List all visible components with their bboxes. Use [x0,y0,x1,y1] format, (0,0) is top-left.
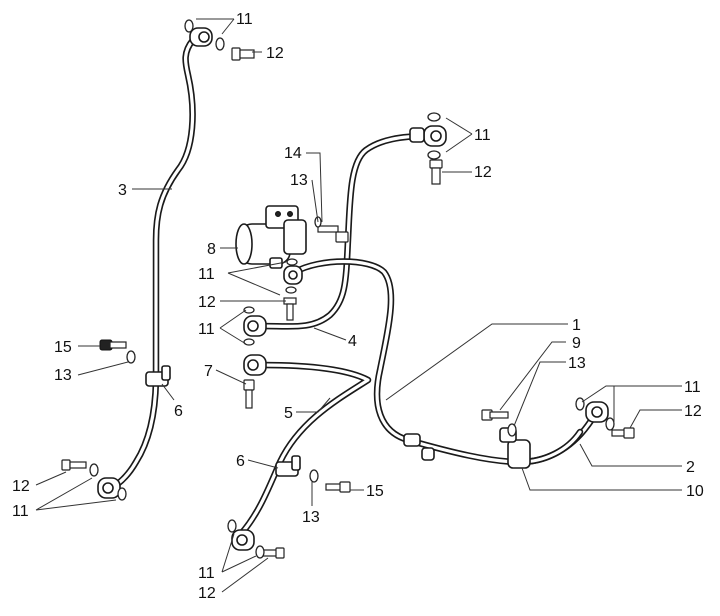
callout-15: 15 [366,483,384,500]
bolt-9 [481,409,509,421]
callout-13: 13 [302,509,320,526]
callout-9: 9 [572,335,581,352]
callout-14: 14 [284,145,302,162]
callout-13: 13 [54,367,72,384]
callout-10: 10 [686,483,704,500]
callout-11: 11 [684,379,701,396]
bolt-15-left [99,339,127,351]
callout-1: 1 [572,317,581,334]
bolt-12-bottom-left [61,459,87,471]
pipe-5 [236,361,372,539]
pipe-3 [104,36,197,494]
bolt-top-right [429,159,443,185]
bolt-7 [243,379,255,409]
callout-11: 11 [198,321,215,338]
valve-unit [235,205,307,269]
callout-13: 13 [568,355,586,372]
callout-6: 6 [174,403,183,420]
fitting-near-valve [283,265,303,285]
callout-11: 11 [198,565,215,582]
leader-lines [35,18,682,593]
components [61,19,635,559]
callout-12: 12 [12,478,30,495]
callout-12: 12 [198,294,216,311]
callout-3: 3 [118,182,127,199]
callout-7: 7 [204,363,213,380]
callout-4: 4 [348,333,357,350]
fitting-right [585,401,609,423]
callout-15: 15 [54,339,72,356]
fitting-top-right [423,125,447,147]
bolt-top-left [231,47,255,61]
bolt-12-bottom [261,547,285,559]
pipe-connector-c [409,127,425,143]
bolt-14 [317,225,349,243]
fitting-left-lower [243,354,267,376]
pipe-connector-a [403,433,421,447]
pipe-connector-b [421,447,435,461]
fitting-left-middle [243,315,267,337]
bolt-15-bottom [325,481,351,493]
callout-labels: 11 12 3 14 13 11 12 8 11 12 11 4 15 13 7… [12,11,704,602]
callout-6: 6 [236,453,245,470]
callout-12: 12 [266,45,284,62]
callout-5: 5 [284,405,293,422]
callout-11: 11 [236,11,253,28]
bolt-12-right [611,427,635,439]
clip-left [145,365,171,387]
fitting-bottom-left [97,477,121,499]
callout-13: 13 [290,172,308,189]
callout-12: 12 [198,585,216,602]
callout-11: 11 [474,127,491,144]
callout-2: 2 [686,459,695,476]
callout-8: 8 [207,241,216,258]
washers [89,19,615,559]
callout-11: 11 [198,266,215,283]
callout-12: 12 [474,164,492,181]
clip-bottom [275,455,301,477]
callout-12: 12 [684,403,702,420]
fitting-bottom-center [231,529,255,551]
callout-11: 11 [12,503,29,520]
fitting-top-left [189,27,213,47]
